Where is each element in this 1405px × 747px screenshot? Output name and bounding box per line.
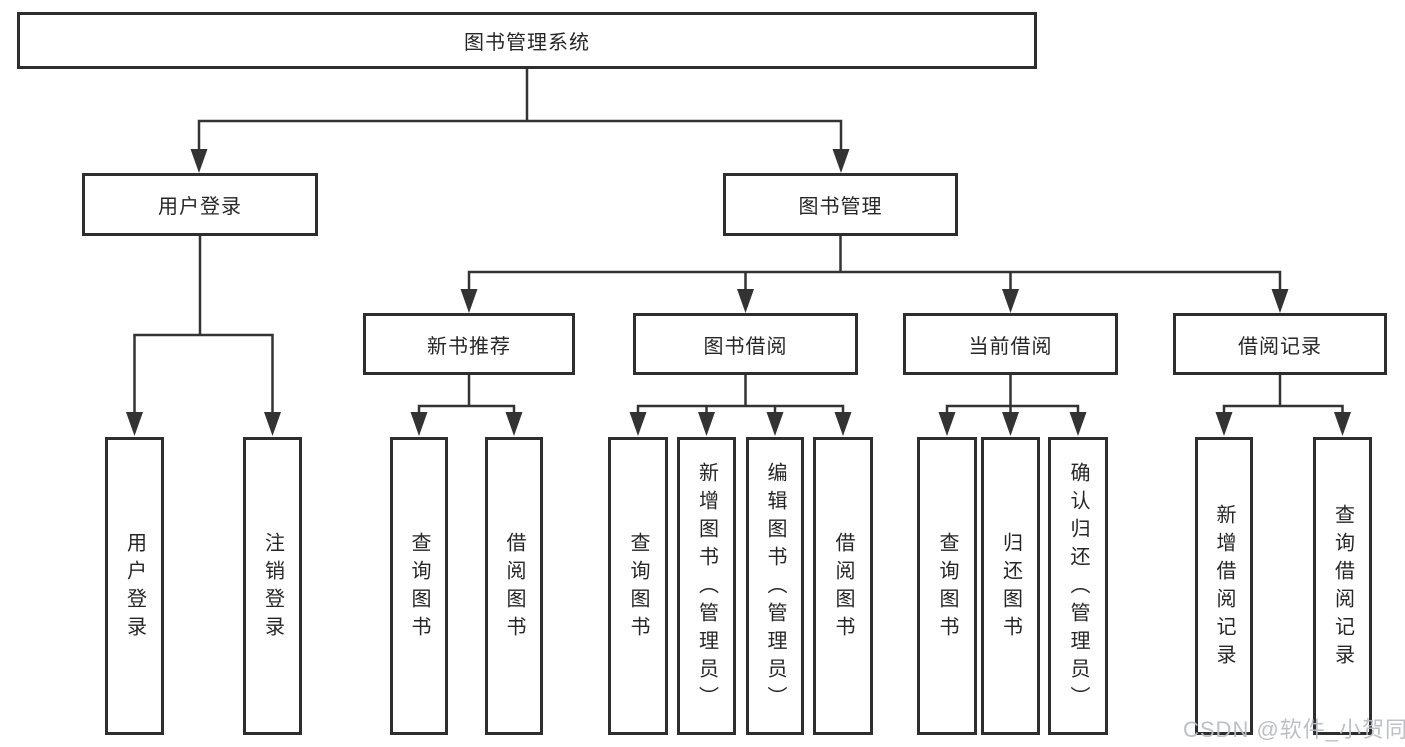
- arrow-head: [834, 412, 852, 436]
- arrow-head: [1215, 412, 1233, 436]
- node-library-management-system: 图书管理系统: [17, 12, 1037, 69]
- leaf-edit-book-admin: 编辑图书（管理员）: [746, 437, 804, 735]
- arrow-head: [505, 412, 523, 436]
- leaf-query-books-current: 查询图书: [917, 437, 977, 735]
- leaf-borrow-books-recommend: 借阅图书: [485, 437, 543, 735]
- watermark: CSDN @软件_小贺同学: [1183, 717, 1405, 742]
- arrow-head: [832, 149, 850, 173]
- node-current-borrow: 当前借阅: [903, 313, 1118, 375]
- arrow-head: [126, 412, 143, 436]
- leaf-return-book: 归还图书: [981, 437, 1040, 735]
- connector-path: [133, 69, 1344, 414]
- node-book-management: 图书管理: [723, 173, 958, 236]
- arrow-head: [766, 412, 784, 436]
- arrow-head: [460, 289, 478, 313]
- leaf-query-borrow-record: 查询借阅记录: [1313, 437, 1372, 735]
- leaf-logout: 注销登录: [243, 437, 302, 735]
- leaf-add-book-admin: 新增图书（管理员）: [677, 437, 736, 735]
- leaf-query-books-borrow: 查询图书: [608, 437, 668, 735]
- arrow-heads: [126, 149, 1351, 436]
- arrow-head: [264, 412, 281, 436]
- arrow-head: [698, 412, 715, 436]
- arrow-head: [1002, 412, 1019, 436]
- arrow-head: [737, 289, 754, 313]
- node-user-login: 用户登录: [82, 173, 318, 236]
- arrow-head: [1271, 289, 1289, 313]
- arrow-head: [938, 412, 956, 436]
- arrow-head: [410, 412, 428, 436]
- arrow-head: [1069, 412, 1087, 436]
- arrow-head: [1002, 289, 1019, 313]
- leaf-add-borrow-record: 新增借阅记录: [1195, 437, 1253, 735]
- node-book-borrow: 图书借阅: [633, 313, 858, 375]
- leaf-borrow-books-borrow: 借阅图书: [813, 437, 873, 735]
- leaf-user-login: 用户登录: [105, 437, 164, 735]
- arrow-head: [629, 412, 647, 436]
- leaf-confirm-return-admin: 确认归还（管理员）: [1048, 437, 1108, 735]
- leaf-query-books-recommend: 查询图书: [390, 437, 448, 735]
- arrow-head: [190, 149, 208, 173]
- node-new-book-recommend: 新书推荐: [363, 313, 575, 375]
- node-borrow-records: 借阅记录: [1173, 313, 1387, 375]
- arrow-head: [1334, 412, 1351, 436]
